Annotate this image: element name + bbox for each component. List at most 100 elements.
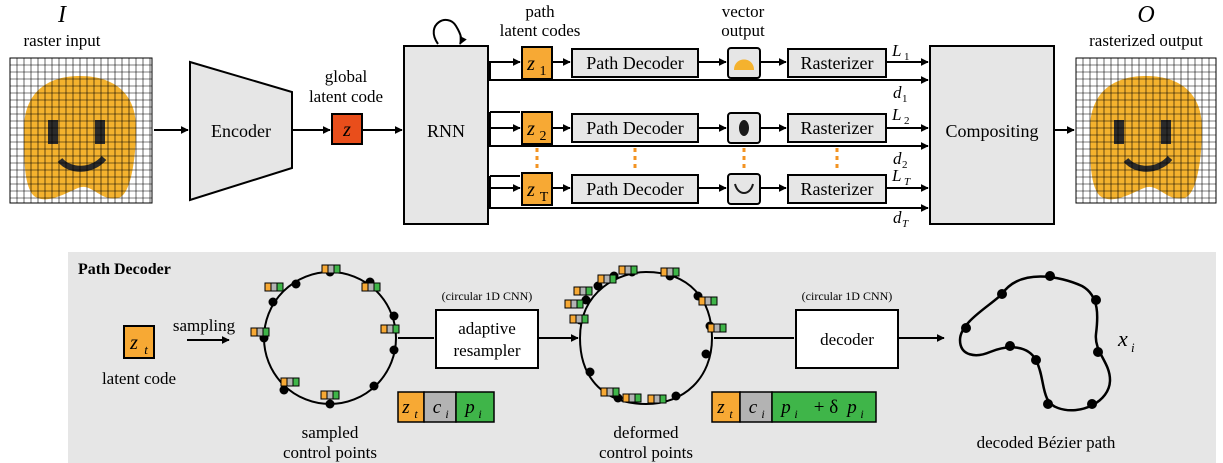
feature-chip — [573, 286, 593, 296]
svg-text:T: T — [902, 218, 909, 230]
feature-chip — [647, 394, 667, 404]
decoded-bezier-path — [958, 275, 1112, 412]
svg-text:c: c — [749, 397, 758, 418]
feature-chip — [597, 274, 617, 284]
path-row-2: z 2 Path Decoder Rasterizer L 2 d 2 — [488, 105, 929, 171]
svg-text:Rasterizer: Rasterizer — [801, 118, 874, 138]
row-ellipsis-dashes — [535, 148, 839, 172]
svg-text:i: i — [478, 407, 481, 421]
rnn-label: RNN — [427, 121, 465, 141]
svg-text:adaptive: adaptive — [458, 319, 516, 338]
encoder-block — [189, 60, 293, 202]
path-row-T: z T Path Decoder Rasterizer L T d T — [488, 166, 929, 230]
feature-chip — [321, 264, 341, 274]
path-point — [1031, 355, 1041, 365]
vector-shape-T — [734, 183, 754, 194]
svg-text:d: d — [893, 149, 902, 168]
svg-text:t: t — [144, 342, 148, 357]
svg-text:2: 2 — [540, 129, 547, 144]
path-point — [997, 289, 1007, 299]
vector-shape-2 — [739, 120, 749, 136]
svg-text:z: z — [129, 332, 138, 354]
encoder-label: Encoder — [211, 121, 271, 141]
path-row-1: z 1 Path Decoder Rasterizer L 1 d 1 — [488, 41, 929, 105]
feature-vector-1: z t c i p i — [397, 391, 495, 423]
raster-input-image — [9, 57, 153, 204]
cnn-note-2: (circular 1D CNN) — [802, 289, 893, 303]
svg-text:i: i — [445, 407, 448, 421]
path-point — [961, 323, 971, 333]
decoded-path-points — [961, 271, 1103, 409]
path-point — [1091, 295, 1101, 305]
vector-output-T — [727, 173, 761, 205]
svg-text:resampler: resampler — [453, 341, 520, 360]
svg-text:Path Decoder: Path Decoder — [586, 53, 683, 73]
decoder-box — [795, 309, 899, 369]
feature-chip — [622, 393, 642, 403]
control-point — [369, 381, 379, 391]
svg-text:i: i — [794, 407, 797, 421]
svg-text:z: z — [526, 179, 535, 201]
compositing-label: Compositing — [945, 121, 1038, 141]
svg-text:2: 2 — [902, 159, 908, 171]
control-point — [325, 399, 335, 409]
feature-chip — [707, 323, 727, 333]
svg-text:Path Decoder: Path Decoder — [586, 118, 683, 138]
feature-chip — [569, 314, 589, 324]
svg-text:+ δ: + δ — [814, 397, 838, 418]
control-point — [268, 297, 278, 307]
svg-text:p: p — [463, 397, 475, 418]
path-decoder-2 — [571, 113, 699, 143]
latent-code-label: latent code — [102, 369, 176, 388]
sampling-label: sampling — [173, 316, 236, 335]
path-point — [1087, 399, 1097, 409]
input-symbol: I — [57, 2, 67, 28]
path-decoder-T — [571, 174, 699, 204]
svg-text:d: d — [893, 83, 902, 102]
svg-text:2: 2 — [904, 115, 910, 127]
svg-text:1: 1 — [902, 93, 908, 105]
svg-text:Rasterizer: Rasterizer — [801, 53, 874, 73]
global-code-label-2: latent code — [309, 87, 383, 106]
feature-chip — [698, 296, 718, 306]
path-codes-label-1: path — [525, 2, 555, 21]
control-point — [389, 311, 399, 321]
feature-chip — [618, 265, 638, 275]
global-code-label-1: global — [325, 67, 368, 86]
svg-text:z: z — [526, 118, 535, 140]
feature-chip — [264, 282, 284, 292]
svg-text:p: p — [779, 397, 791, 418]
svg-text:i: i — [860, 407, 863, 421]
feature-chip — [280, 377, 300, 387]
svg-text:L: L — [891, 105, 901, 124]
svg-text:z: z — [401, 397, 410, 418]
path-codes-label-2: latent codes — [500, 21, 581, 40]
svg-text:L: L — [891, 41, 901, 60]
global-latent-code — [331, 113, 363, 145]
svg-text:1: 1 — [904, 51, 910, 63]
feature-vector-2: z t c i p i + δ p i — [711, 391, 877, 423]
svg-text:T: T — [540, 190, 549, 205]
path-code-2 — [521, 111, 553, 145]
svg-text:c: c — [433, 397, 442, 418]
control-point — [593, 281, 603, 291]
svg-text:Rasterizer: Rasterizer — [801, 179, 874, 199]
svg-text:L: L — [891, 166, 901, 185]
svg-text:i: i — [1131, 340, 1135, 355]
decoded-label: decoded Bézier path — [977, 433, 1116, 452]
raster-output-image — [1075, 57, 1217, 204]
sampled-label-1: sampled — [302, 423, 359, 442]
feature-chip — [250, 327, 270, 337]
path-point — [1045, 271, 1055, 281]
rasterizer-1 — [787, 48, 887, 78]
path-point — [1043, 399, 1053, 409]
compositing-block — [929, 45, 1055, 225]
svg-text:p: p — [845, 397, 857, 418]
feature-chip — [600, 387, 620, 397]
rnn-loop-arrow — [432, 19, 467, 45]
panel-title: Path Decoder — [78, 261, 171, 278]
path-point — [1093, 347, 1103, 357]
svg-text:decoder: decoder — [820, 330, 874, 349]
control-point — [585, 367, 595, 377]
